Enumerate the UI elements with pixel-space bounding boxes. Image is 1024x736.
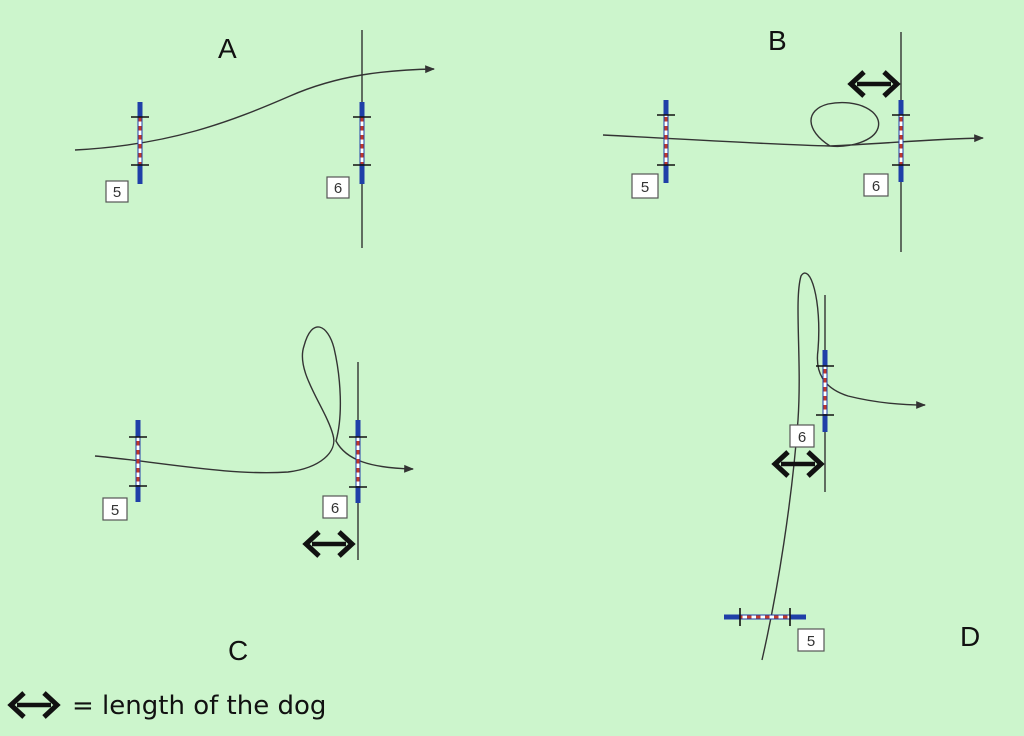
svg-text:5: 5 — [641, 179, 649, 196]
gate-b-6 — [892, 100, 910, 182]
double-arrow-icon-d — [771, 450, 825, 478]
panel-label-d: D — [960, 621, 980, 652]
gate-c-5 — [129, 420, 147, 502]
gate-a-6 — [353, 102, 371, 184]
svg-text:5: 5 — [113, 184, 121, 201]
double-arrow-icon — [7, 691, 61, 719]
legend-text: = length of the dog — [72, 691, 326, 721]
panel-b: B 5 6 — [602, 25, 984, 252]
gate-a-5 — [131, 102, 149, 184]
panel-a: A 5 6 — [74, 30, 435, 248]
gate-c-6 — [349, 420, 367, 503]
dog-path-b — [602, 102, 984, 148]
gate-number-box-a-6: 6 — [326, 176, 350, 199]
gate-d-6 — [816, 350, 834, 432]
gate-number-box-c-5: 5 — [102, 497, 128, 521]
svg-text:6: 6 — [872, 178, 880, 195]
gate-d-5 — [724, 608, 806, 626]
svg-text:5: 5 — [807, 633, 815, 650]
gate-number-box-d-6: 6 — [789, 424, 815, 448]
gate-number-box-a-5: 5 — [105, 180, 129, 203]
gate-number-box-b-6: 6 — [863, 173, 889, 197]
gate-b-5 — [657, 100, 675, 183]
panel-label-a: A — [218, 33, 237, 64]
double-arrow-icon-c — [302, 530, 356, 558]
gate-number-box-d-5: 5 — [797, 628, 825, 652]
svg-text:5: 5 — [111, 502, 119, 519]
panel-d: D 6 5 — [724, 272, 980, 661]
gate-number-box-c-6: 6 — [322, 495, 348, 519]
panel-c: C 5 6 — [94, 326, 414, 666]
dog-path-c — [94, 326, 414, 474]
legend: = length of the dog — [7, 691, 326, 721]
double-arrow-icon-b — [847, 70, 901, 98]
panel-label-b: B — [768, 25, 787, 56]
svg-text:6: 6 — [798, 429, 806, 446]
gate-number-box-b-5: 5 — [631, 173, 659, 199]
panel-label-c: C — [228, 635, 248, 666]
svg-text:6: 6 — [334, 180, 342, 197]
svg-text:6: 6 — [331, 500, 339, 517]
dog-path-a — [74, 65, 435, 151]
dog-path-d — [761, 272, 926, 661]
